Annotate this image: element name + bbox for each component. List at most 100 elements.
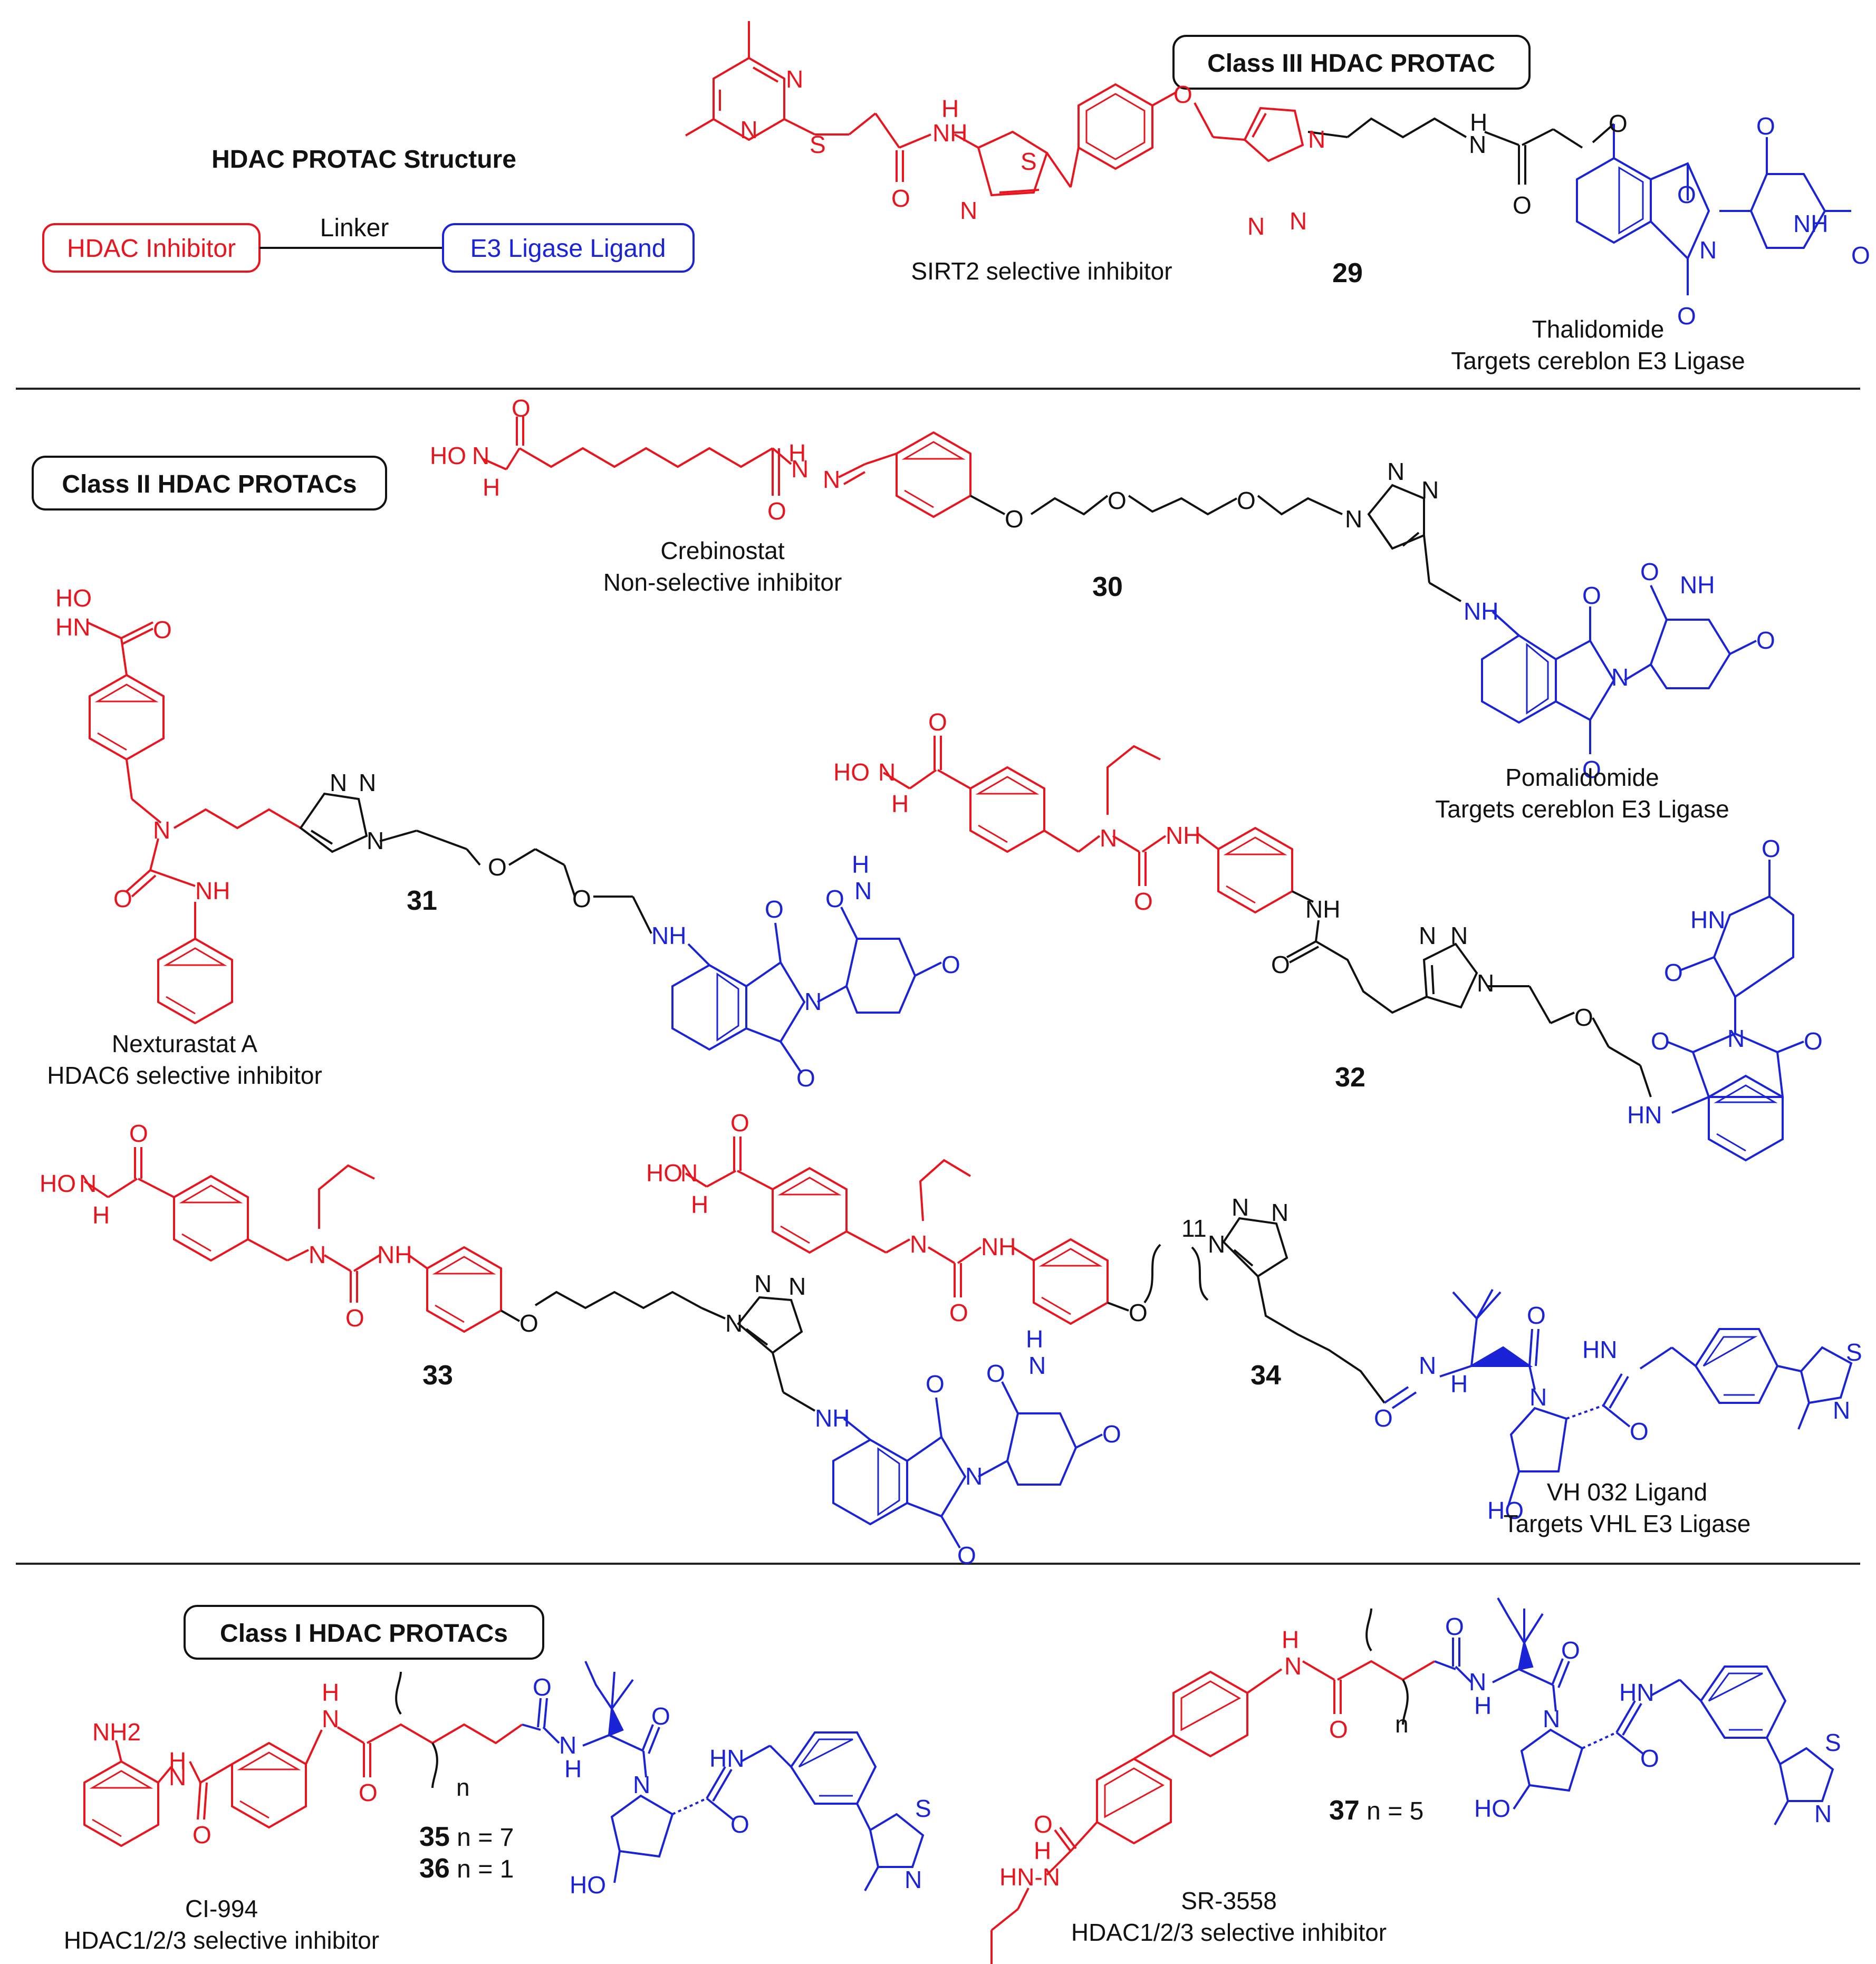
caption-crebinostat: Crebinostat bbox=[660, 537, 784, 564]
legend-ligand-box bbox=[442, 223, 695, 273]
caption-thalidomide: Thalidomide bbox=[1532, 315, 1665, 343]
caption-pomalidomide-target: Targets cereblon E3 Ligase bbox=[1435, 795, 1729, 823]
svg-text:N: N bbox=[1469, 1668, 1486, 1696]
svg-text:N: N bbox=[1345, 505, 1362, 533]
svg-text:Class I HDAC PROTACs: Class I HDAC PROTACs bbox=[220, 1620, 508, 1648]
svg-text:O: O bbox=[153, 616, 172, 643]
caption-nexturastat-type: HDAC6 selective inhibitor bbox=[47, 1062, 322, 1089]
legend-linker-label: Linker bbox=[320, 214, 389, 242]
caption-pomalidomide: Pomalidomide bbox=[1505, 764, 1659, 791]
svg-text:37 n = 5: 37 n = 5 bbox=[1329, 1795, 1423, 1826]
svg-text:H: H bbox=[852, 851, 869, 878]
thiazole-ring bbox=[977, 130, 1072, 197]
svg-text:O: O bbox=[1677, 302, 1696, 330]
svg-text:HO: HO bbox=[833, 758, 870, 786]
compound-label-29: 29 bbox=[1332, 258, 1363, 288]
svg-text:NH: NH bbox=[1305, 896, 1340, 923]
compound-label-31: 31 bbox=[407, 885, 437, 916]
thalidomide-29 bbox=[1576, 124, 1851, 295]
svg-text:N: N bbox=[786, 65, 803, 93]
svg-text:O: O bbox=[1756, 112, 1775, 140]
svg-text:S: S bbox=[915, 1795, 931, 1822]
svg-text:11: 11 bbox=[1181, 1215, 1207, 1242]
svg-text:O: O bbox=[1609, 110, 1628, 137]
svg-text:n: n bbox=[1395, 1710, 1409, 1738]
svg-text:N: N bbox=[1833, 1397, 1850, 1424]
svg-text:O: O bbox=[1664, 959, 1683, 986]
svg-text:H: H bbox=[941, 95, 959, 122]
svg-text:H: H bbox=[1282, 1626, 1299, 1653]
svg-text:N: N bbox=[1814, 1800, 1832, 1827]
compound-35-36: NH2 H N O H N O n O N H O N HO O HN S N bbox=[83, 1661, 931, 1899]
svg-text:S: S bbox=[810, 131, 826, 158]
compound-label-32: 32 bbox=[1335, 1062, 1365, 1093]
svg-text:N: N bbox=[965, 1462, 983, 1490]
svg-text:N: N bbox=[910, 1230, 927, 1258]
svg-text:HO: HO bbox=[1487, 1497, 1524, 1524]
svg-text:O: O bbox=[193, 1821, 211, 1849]
svg-text:O: O bbox=[1640, 1745, 1659, 1772]
compound-label-36: 36 n = 1 bbox=[419, 1853, 514, 1884]
compound-33: HO N H O N O NH O N N N NH O O N O H N O bbox=[40, 1120, 1121, 1569]
svg-text:N: N bbox=[1271, 1199, 1288, 1226]
svg-text:NH: NH bbox=[195, 877, 230, 904]
svg-text:O: O bbox=[986, 1360, 1005, 1387]
svg-text:O: O bbox=[1329, 1716, 1348, 1743]
caption-sr3558: SR-3558 bbox=[1181, 1887, 1277, 1914]
svg-text:HN: HN bbox=[709, 1745, 744, 1772]
compound-30: HO N H O O H N N O O O N N N NH O O N O … bbox=[430, 394, 1775, 783]
svg-text:NH: NH bbox=[1793, 210, 1828, 237]
svg-text:N: N bbox=[359, 769, 376, 796]
svg-text:N: N bbox=[754, 1270, 772, 1297]
svg-text:N: N bbox=[309, 1241, 326, 1268]
svg-text:N: N bbox=[1100, 824, 1117, 852]
svg-text:N: N bbox=[1611, 663, 1629, 691]
svg-text:N: N bbox=[1450, 922, 1468, 949]
svg-text:NH: NH bbox=[932, 119, 967, 147]
svg-text:O: O bbox=[1630, 1418, 1649, 1445]
svg-text:N: N bbox=[1028, 1352, 1046, 1379]
svg-text:O: O bbox=[512, 394, 531, 422]
compound-29: N N S O NH H S N O N N N N H O O O O N O… bbox=[685, 21, 1870, 330]
svg-text:N: N bbox=[1208, 1230, 1225, 1258]
svg-text:O: O bbox=[359, 1779, 378, 1806]
svg-text:N: N bbox=[725, 1310, 743, 1337]
svg-text:O: O bbox=[1561, 1636, 1580, 1664]
svg-text:N: N bbox=[1469, 131, 1486, 158]
benzene-29 bbox=[1070, 83, 1245, 188]
svg-text:O: O bbox=[1374, 1404, 1393, 1432]
svg-text:O: O bbox=[796, 1064, 815, 1092]
svg-text:N: N bbox=[680, 1159, 698, 1187]
compound-31: HO HN O N O NH N N N O O NH O O N O H N … bbox=[55, 584, 960, 1092]
caption-vh032: VH 032 Ligand bbox=[1547, 1478, 1707, 1506]
svg-text:O: O bbox=[113, 885, 132, 912]
svg-text:O: O bbox=[1851, 242, 1870, 269]
svg-text:O: O bbox=[825, 885, 844, 912]
svg-text:H: H bbox=[92, 1201, 110, 1229]
svg-text:O: O bbox=[891, 185, 910, 212]
svg-text:H: H bbox=[1026, 1325, 1043, 1353]
svg-text:N: N bbox=[960, 197, 977, 224]
svg-text:N: N bbox=[791, 455, 809, 483]
svg-text:N: N bbox=[472, 442, 489, 469]
compound-label-37: 37 n = 5 bbox=[1329, 1795, 1423, 1826]
svg-text:N: N bbox=[1421, 476, 1439, 504]
svg-text:O: O bbox=[1271, 951, 1290, 978]
svg-text:O: O bbox=[1582, 756, 1601, 783]
svg-text:O: O bbox=[129, 1120, 148, 1147]
svg-text:O: O bbox=[941, 951, 960, 978]
svg-text:O: O bbox=[949, 1299, 968, 1326]
caption-sirt2: SIRT2 selective inhibitor bbox=[911, 257, 1172, 285]
svg-text:NH: NH bbox=[815, 1404, 850, 1432]
svg-text:N: N bbox=[1727, 1025, 1745, 1052]
pyrimidine-ring bbox=[685, 21, 979, 182]
svg-text:O: O bbox=[1102, 1420, 1121, 1448]
caption-ci994-type: HDAC1/2/3 selective inhibitor bbox=[64, 1927, 379, 1954]
svg-text:N: N bbox=[1247, 213, 1265, 240]
svg-text:O: O bbox=[1237, 487, 1256, 514]
svg-text:O: O bbox=[1134, 888, 1153, 915]
svg-text:O: O bbox=[928, 708, 947, 736]
svg-text:O: O bbox=[1804, 1027, 1823, 1055]
svg-text:O: O bbox=[1034, 1811, 1053, 1838]
compound-label-34: 34 bbox=[1250, 1360, 1281, 1391]
